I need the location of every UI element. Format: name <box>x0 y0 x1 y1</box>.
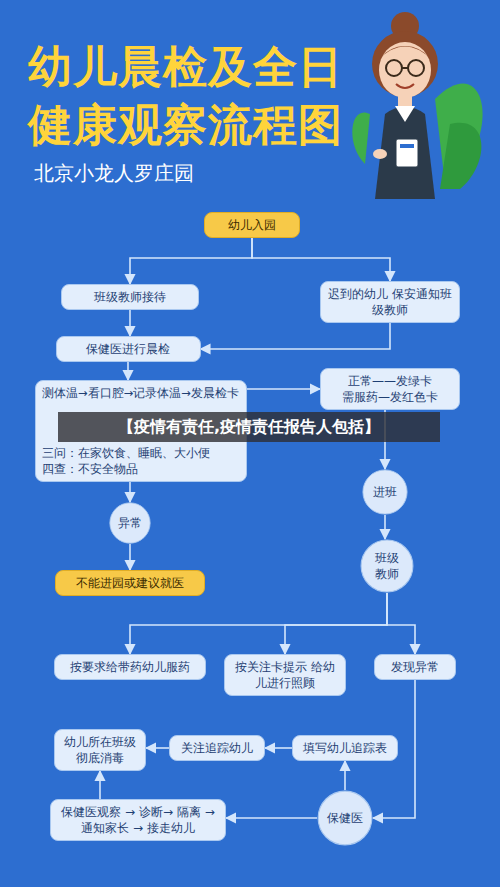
node-text: 填写幼儿追踪表 <box>299 740 391 756</box>
node-text: 保健医观察 → 诊断→ 隔离 → 通知家长 → 接走幼儿 <box>57 804 219 836</box>
circle-outline <box>360 539 414 593</box>
flow-arrow <box>146 747 169 749</box>
flow-arrow <box>384 515 386 539</box>
flow-arrow <box>129 310 131 336</box>
subtitle: 北京小龙人罗庄园 <box>34 160 194 186</box>
highlight-box: 幼儿入园 <box>204 212 300 238</box>
node-text: 迟到的幼儿 保安通知班级教师 <box>327 286 453 318</box>
node-text: 异常 <box>118 515 142 531</box>
node-text: 正常——发绿卡 <box>327 373 453 389</box>
process-circle: 异常 <box>109 502 151 544</box>
node-text: 班级教师接待 <box>68 289 192 305</box>
node-text: 按关注卡提示 给幼儿进行照顾 <box>231 659 339 691</box>
process-box: 按关注卡提示 给幼儿进行照顾 <box>224 654 346 696</box>
node-text: 幼儿入园 <box>211 217 293 233</box>
title: 幼儿晨检及全日 健康观察流程图 <box>28 38 358 154</box>
flow-arrow <box>130 238 252 284</box>
node-text: 发现异常 <box>381 659 449 675</box>
flow-arrow <box>252 238 390 281</box>
flow-arrow <box>201 323 391 349</box>
flow-arrow <box>226 817 317 819</box>
flow-arrow <box>129 544 131 570</box>
node-text: 不能进园或建议就医 <box>62 575 198 591</box>
process-circle: 进班 <box>362 469 408 515</box>
flow-arrow <box>129 482 131 502</box>
node-text: 四查：不安全物品 <box>42 461 240 477</box>
process-box: 幼儿所在班级 彻底消毒 <box>54 729 146 771</box>
node-text: 需服药—发红色卡 <box>327 389 453 405</box>
process-circle: 保健医 <box>317 790 373 846</box>
flow-arrow <box>387 593 415 654</box>
node-text: 测体温→看口腔→记录体温→发晨检卡 <box>42 385 240 401</box>
flow-arrow <box>247 388 320 390</box>
process-box: 填写幼儿追踪表 <box>292 735 398 761</box>
process-box: 班级教师接待 <box>61 284 199 310</box>
process-box: 按要求给带药幼儿服药 <box>54 654 206 680</box>
node-text: 保健医 <box>327 810 363 826</box>
node-text: 按要求给带药幼儿服药 <box>61 659 199 675</box>
node-text: 幼儿所在班级 彻底消毒 <box>61 734 139 766</box>
node-text: 关注追踪幼儿 <box>176 740 258 756</box>
flow-arrow <box>127 362 129 380</box>
teacher-illustration <box>340 4 490 209</box>
flow-arrow <box>130 593 387 654</box>
highlight-box: 不能进园或建议就医 <box>55 570 205 596</box>
process-circle: 班级 教师 <box>360 539 414 593</box>
node-text: 班级 教师 <box>372 550 402 582</box>
flow-arrow <box>285 593 387 654</box>
flow-arrow <box>265 747 292 749</box>
process-box: 关注追踪幼儿 <box>169 735 265 761</box>
process-box: 发现异常 <box>374 654 456 680</box>
process-box: 正常——发绿卡需服药—发红色卡 <box>320 368 460 410</box>
node-text: 保健医进行晨检 <box>63 341 194 357</box>
watermark-band: 【疫情有责任,疫情责任报告人包括】 <box>58 412 440 442</box>
process-box: 保健医进行晨检 <box>56 336 201 362</box>
flow-arrow <box>99 771 101 799</box>
flow-arrow <box>344 761 346 790</box>
process-box: 保健医观察 → 诊断→ 隔离 → 通知家长 → 接走幼儿 <box>50 799 226 841</box>
node-text: 三问：在家饮食、睡眠、大小便 <box>42 445 240 461</box>
process-box: 迟到的幼儿 保安通知班级教师 <box>320 281 460 323</box>
node-text: 进班 <box>373 484 397 500</box>
